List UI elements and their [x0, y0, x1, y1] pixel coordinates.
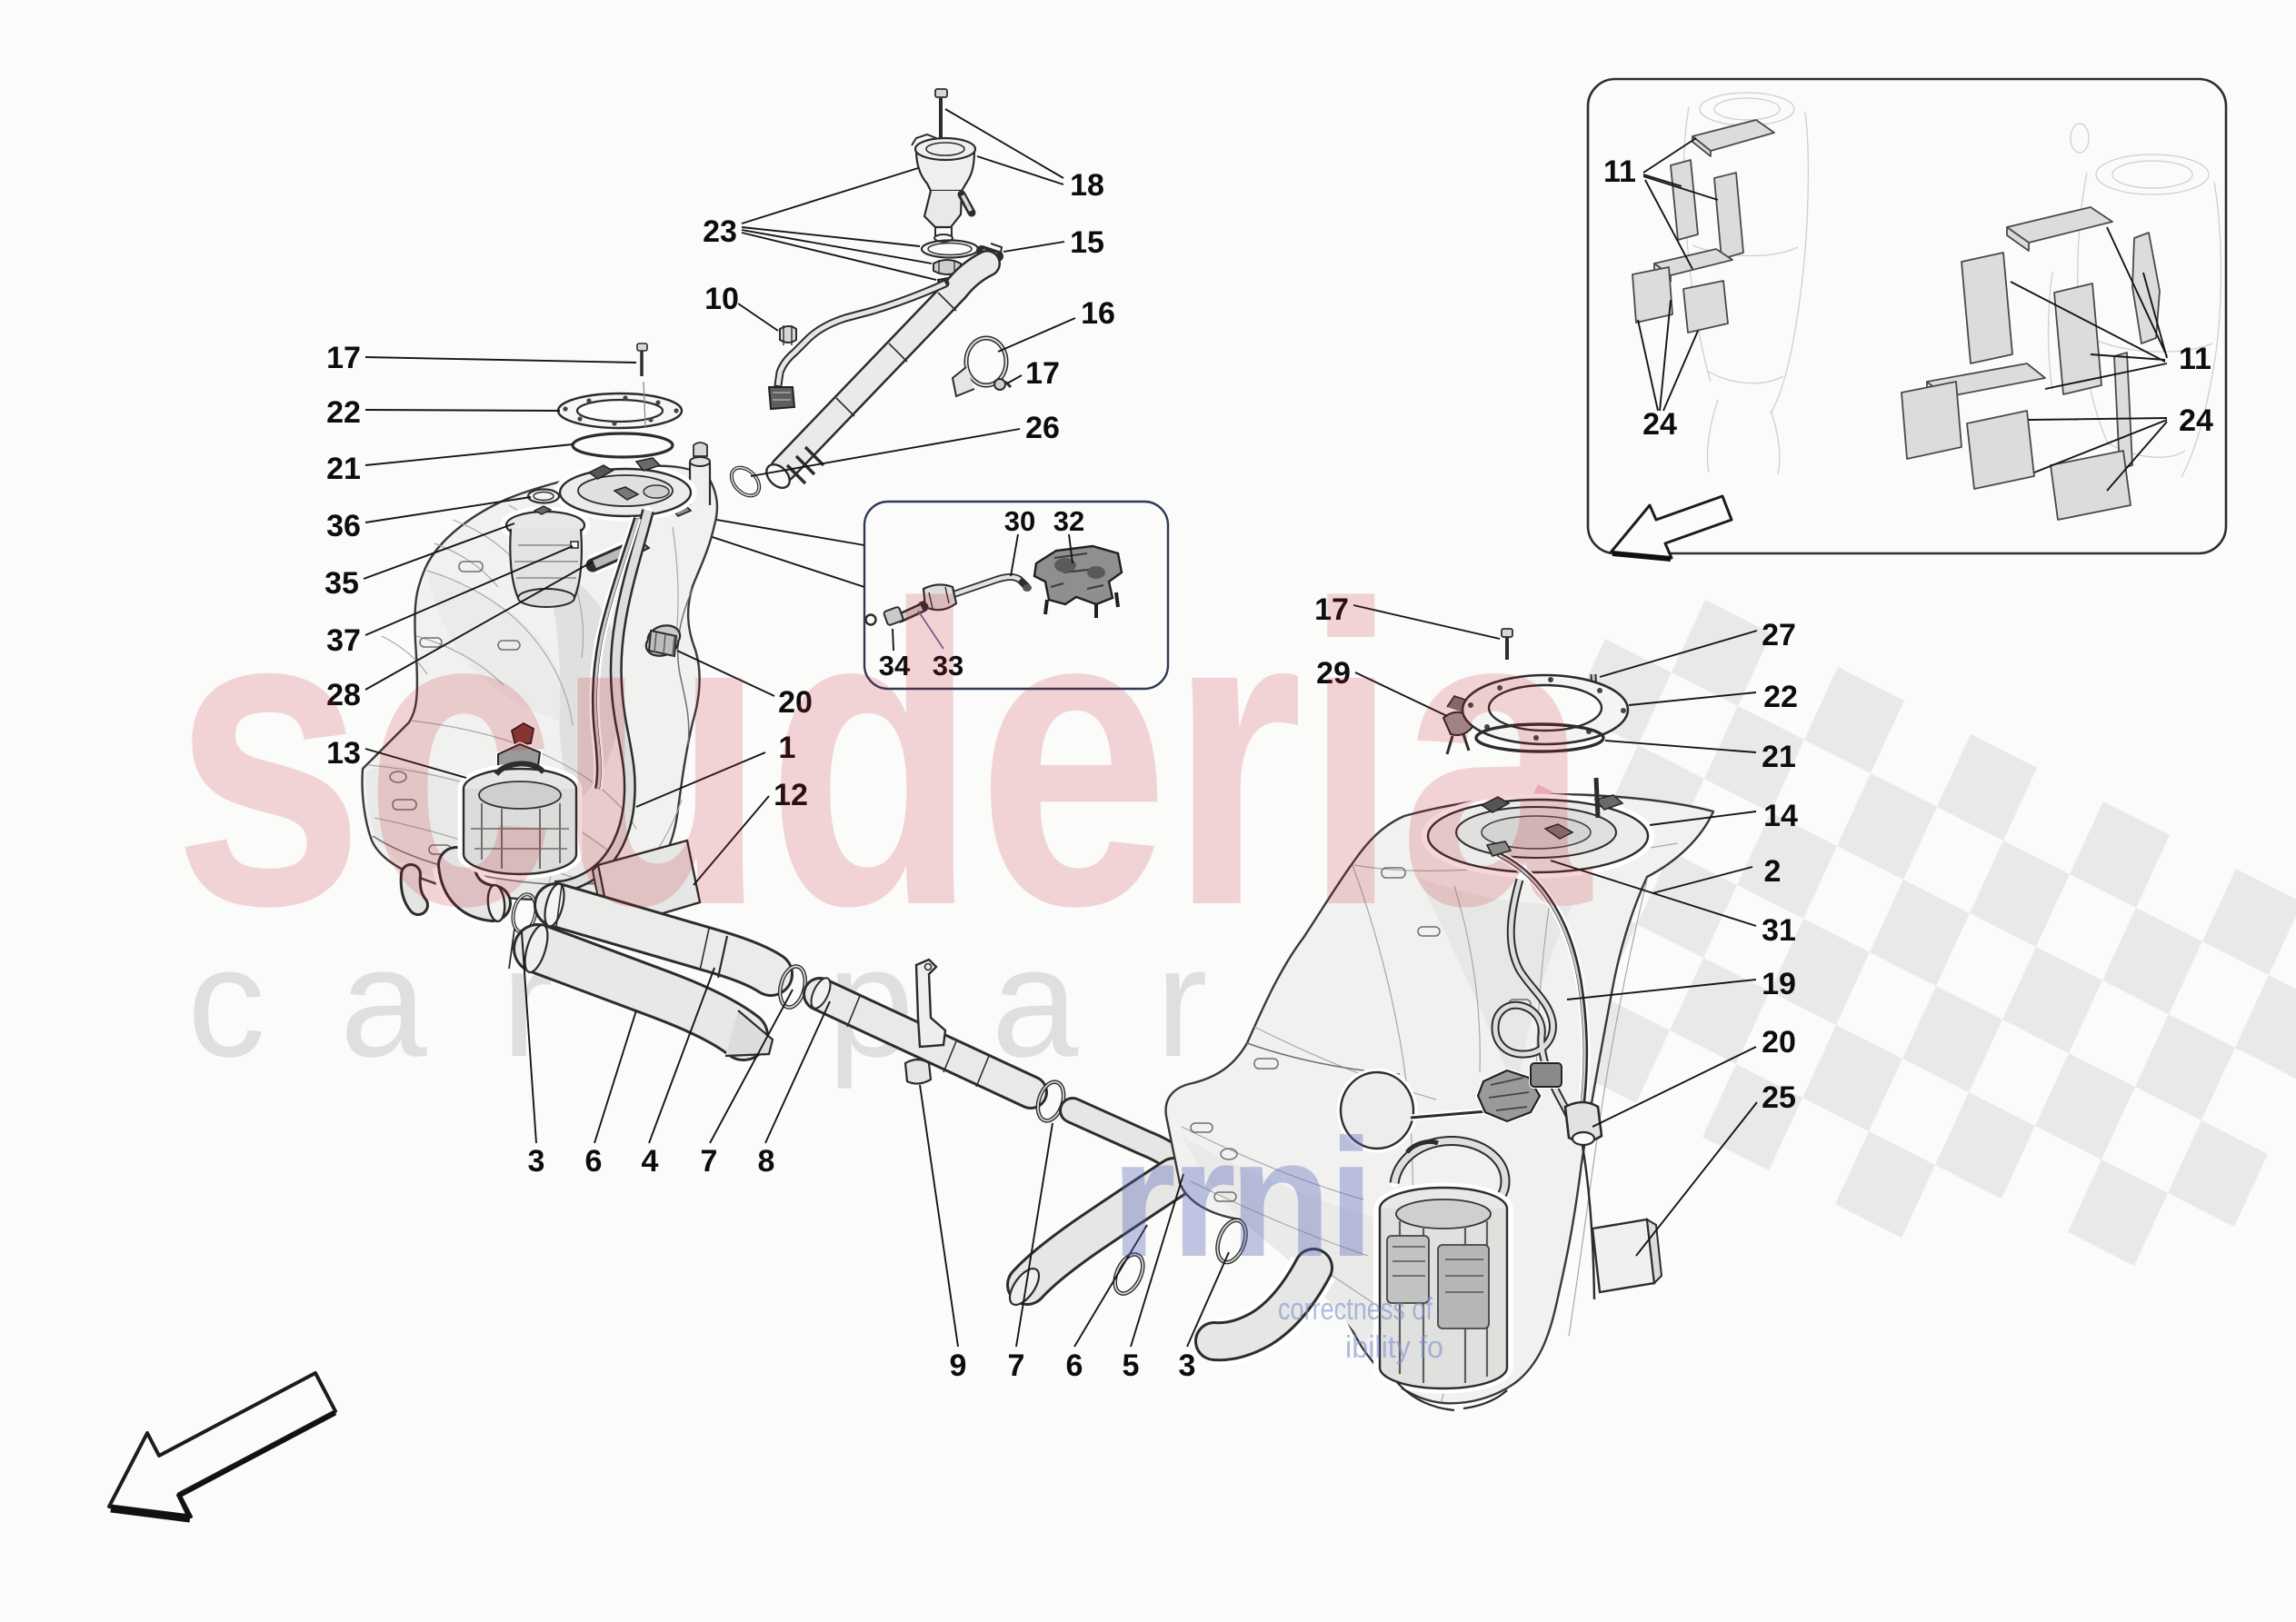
svg-text:9: 9: [950, 1348, 967, 1383]
svg-text:16: 16: [1081, 296, 1115, 331]
svg-text:30: 30: [1004, 505, 1035, 537]
svg-text:24: 24: [2179, 403, 2213, 438]
svg-text:35: 35: [324, 566, 359, 601]
svg-text:ibility fo: ibility fo: [1345, 1330, 1443, 1365]
svg-text:27: 27: [1762, 618, 1796, 652]
svg-text:36: 36: [326, 509, 361, 543]
svg-text:6: 6: [585, 1144, 603, 1179]
svg-text:15: 15: [1070, 225, 1104, 260]
svg-text:23: 23: [703, 214, 737, 249]
svg-text:7: 7: [701, 1144, 718, 1179]
svg-text:22: 22: [326, 395, 361, 430]
svg-text:17: 17: [1025, 356, 1060, 391]
svg-text:rr: rr: [1111, 1105, 1234, 1292]
svg-text:1: 1: [779, 731, 796, 765]
svg-text:18: 18: [1070, 168, 1104, 203]
svg-text:20: 20: [1762, 1025, 1796, 1060]
svg-text:12: 12: [774, 778, 808, 812]
svg-text:22: 22: [1763, 680, 1798, 714]
svg-text:11: 11: [1603, 154, 1636, 189]
svg-text:31: 31: [1762, 913, 1796, 948]
svg-text:28: 28: [326, 678, 361, 712]
svg-text:37: 37: [326, 623, 361, 658]
svg-text:19: 19: [1762, 967, 1796, 1001]
svg-text:2: 2: [1764, 854, 1782, 889]
svg-text:correctness of: correctness of: [1278, 1292, 1433, 1327]
svg-text:7: 7: [1008, 1348, 1025, 1383]
svg-text:car: car: [187, 915, 628, 1090]
svg-text:ni: ni: [1229, 1105, 1371, 1292]
svg-text:4: 4: [642, 1144, 659, 1179]
svg-text:scuderia: scuderia: [173, 517, 1592, 994]
svg-text:8: 8: [758, 1144, 775, 1179]
svg-text:3: 3: [528, 1144, 545, 1179]
svg-text:32: 32: [1053, 505, 1084, 537]
svg-text:21: 21: [1762, 740, 1796, 774]
svg-text:13: 13: [326, 736, 361, 771]
svg-text:25: 25: [1762, 1080, 1796, 1115]
svg-text:5: 5: [1123, 1348, 1140, 1383]
svg-text:6: 6: [1066, 1348, 1083, 1383]
svg-text:26: 26: [1025, 411, 1060, 445]
svg-text:24: 24: [1642, 407, 1677, 442]
svg-text:14: 14: [1763, 799, 1798, 833]
svg-text:34: 34: [879, 650, 911, 682]
svg-text:20: 20: [778, 685, 813, 720]
svg-text:17: 17: [326, 341, 361, 375]
svg-text:17: 17: [1314, 592, 1349, 627]
svg-text:29: 29: [1316, 656, 1351, 691]
svg-text:3: 3: [1179, 1348, 1196, 1383]
svg-text:21: 21: [326, 452, 361, 486]
svg-text:10: 10: [704, 282, 739, 316]
svg-text:11: 11: [2179, 342, 2211, 376]
svg-text:33: 33: [933, 650, 963, 682]
